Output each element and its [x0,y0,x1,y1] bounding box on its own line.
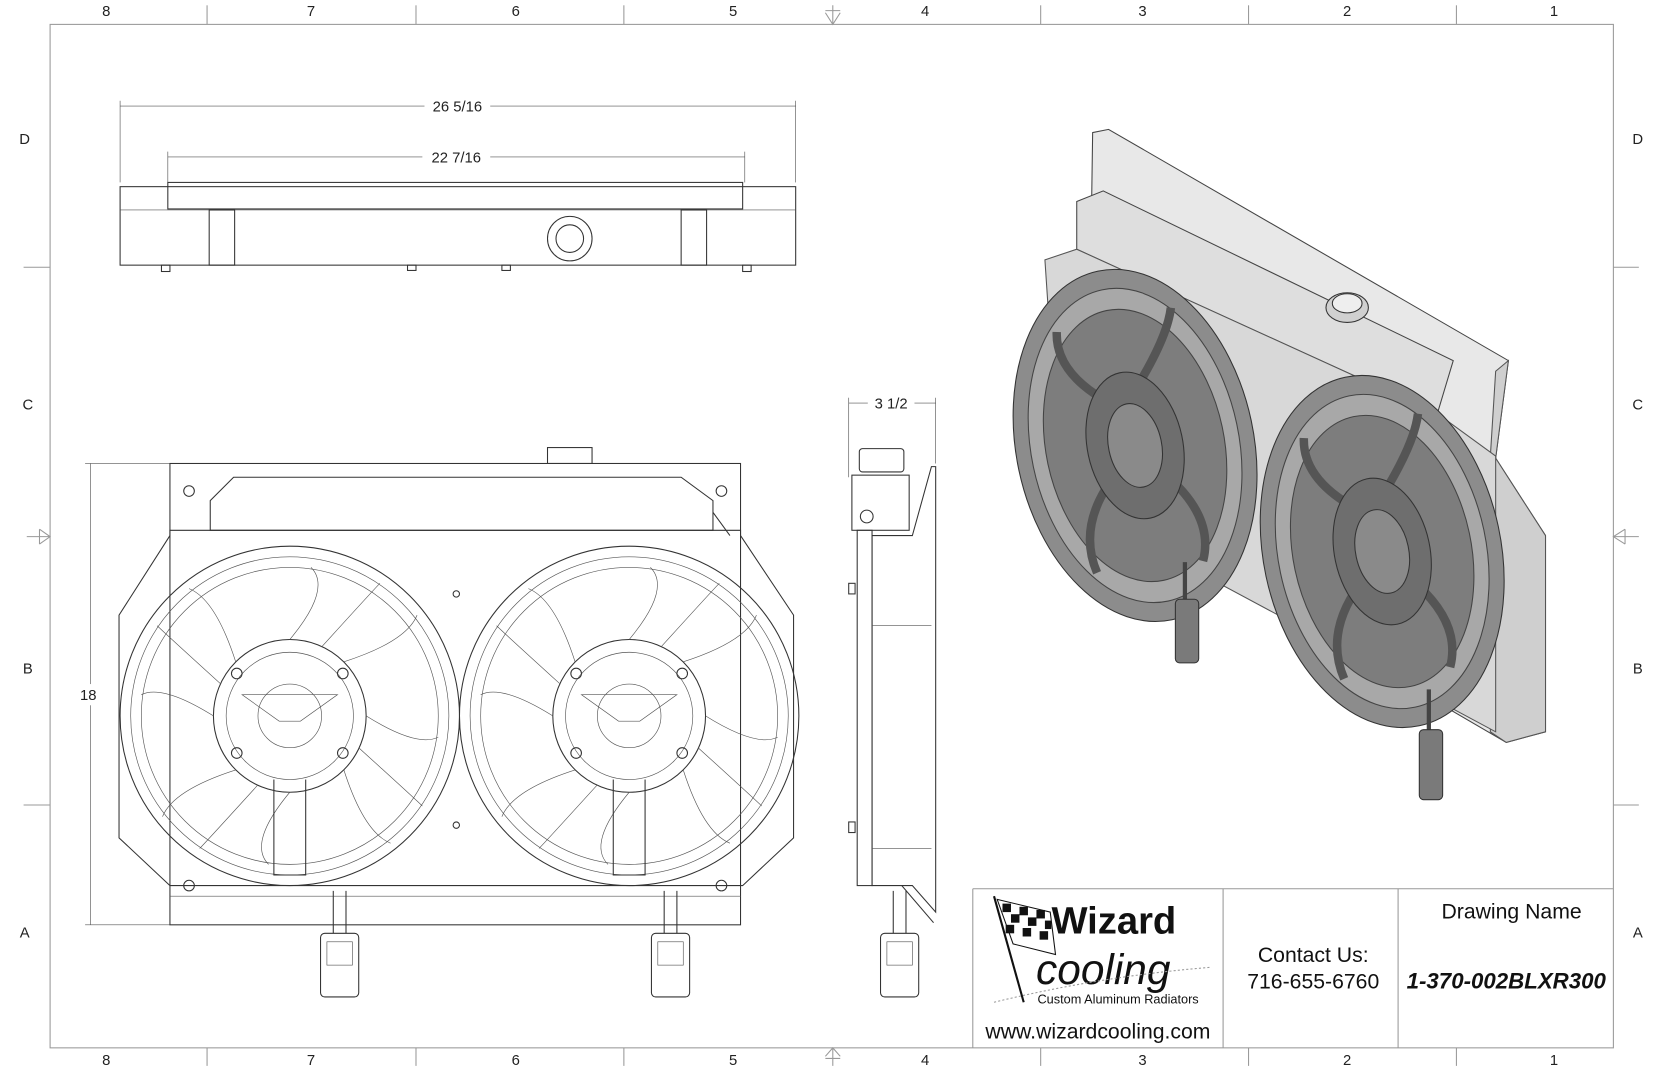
zone-col-6: 6 [512,1053,520,1068]
zone-col-8: 8 [102,4,110,20]
contact-label: Contact Us: [1258,944,1369,967]
drawing-name-label: Drawing Name [1441,900,1581,923]
zone-col-1: 1 [1550,1053,1558,1068]
fan-connector-left [320,890,360,998]
iso-connector-right [1418,689,1444,801]
side-view: 3 1/2 [848,392,937,998]
front-view: 18 [76,447,800,998]
website-link[interactable]: www.wizardcooling.com [984,1020,1210,1043]
zone-col-2: 2 [1343,1053,1351,1068]
dimension-height: 18 [80,688,97,704]
zone-col-8: 8 [102,1053,110,1068]
zone-row-b: B [1633,661,1643,677]
zone-col-1: 1 [1550,4,1558,20]
fan-connector-side [879,890,920,998]
zone-row-d: D [19,132,30,148]
iso-connector-left [1174,562,1200,664]
zone-row-labels-right: D C B A [1632,132,1643,941]
zone-row-d: D [1632,132,1643,148]
top-view: 26 5/16 22 7/16 [119,95,797,273]
zone-row-c: C [1632,397,1643,413]
fan-right [458,545,800,887]
zone-col-7: 7 [307,1053,315,1068]
zone-row-labels-left: D C B A [19,132,33,941]
sheet-border [23,5,1639,1066]
isometric-view [982,128,1547,801]
zone-col-5: 5 [729,1053,737,1068]
drawing-number: 1-370-002BLXR300 [1407,968,1607,993]
logo-wordmark-cooling: cooling [1036,946,1171,993]
zone-row-c: C [22,397,33,413]
zone-row-b: B [23,661,33,677]
zone-col-7: 7 [307,4,315,20]
zone-col-4: 4 [921,1053,929,1068]
logo-tagline: Custom Aluminum Radiators [1038,991,1199,1006]
wizard-cooling-logo: Wizard cooling Custom Aluminum Radiators [992,895,1212,1006]
logo-wordmark-wizard: Wizard [1051,899,1176,942]
zone-row-a: A [20,926,30,942]
zone-col-5: 5 [729,4,737,20]
zone-col-3: 3 [1138,4,1146,20]
dimension-core-width: 22 7/16 [432,150,481,166]
zone-col-4: 4 [921,4,929,20]
title-block: Wizard cooling Custom Aluminum Radiators… [972,888,1614,1048]
zone-col-2: 2 [1343,4,1351,20]
zone-row-a: A [1633,926,1643,942]
dimension-depth: 3 1/2 [875,396,908,412]
zone-column-labels-top: 8 7 6 5 4 3 2 1 [102,4,1558,20]
zone-col-6: 6 [512,4,520,20]
zone-col-3: 3 [1138,1053,1146,1068]
checkered-flag-icon [992,895,1057,1003]
fan-left [119,545,461,887]
fan-connector-right [650,890,691,998]
dimension-overall-width: 26 5/16 [433,99,482,115]
zone-column-labels-bottom: 8 7 6 5 4 3 2 1 [102,1053,1558,1068]
contact-phone: 716-655-6760 [1247,970,1379,993]
